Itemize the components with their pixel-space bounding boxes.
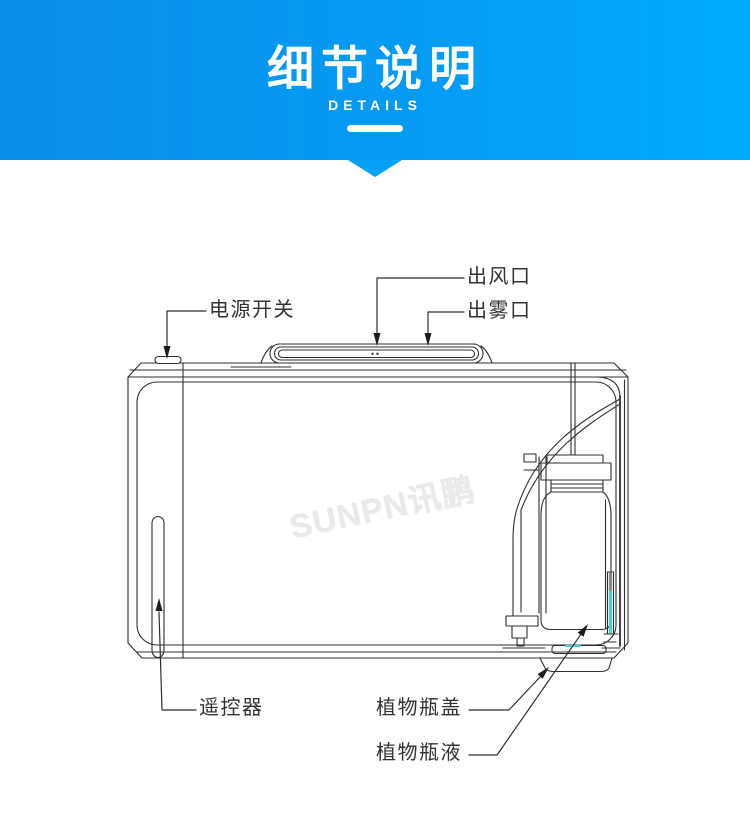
leader-power-switch [163, 310, 207, 359]
leader-air-outlet [373, 277, 465, 346]
leader-mist-outlet [424, 311, 465, 346]
label-bottle-cap: 植物瓶盖 [376, 697, 462, 719]
plant-bottle [540, 362, 612, 631]
label-bottle-liquid: 植物瓶液 [376, 742, 462, 764]
banner-title: 细节说明 [267, 42, 483, 95]
label-remote: 遥控器 [199, 697, 264, 719]
label-power-switch: 电源开关 [209, 299, 295, 321]
device-body [127, 362, 629, 659]
leader-lines [155, 277, 588, 756]
remote-control-part [151, 515, 165, 659]
leader-bottle-liquid [468, 624, 588, 756]
banner-underline [347, 125, 403, 132]
banner-notch-triangle [348, 160, 402, 177]
liquid-level-window [601, 571, 621, 649]
leader-remote [155, 598, 197, 711]
bottle-compartment [512, 376, 626, 651]
details-banner: 细节说明 DETAILS [0, 0, 750, 160]
leader-bottle-cap [468, 667, 549, 711]
label-air-outlet: 出风口 [467, 266, 532, 288]
power-switch-part [154, 355, 182, 365]
label-mist-outlet: 出雾口 [467, 300, 532, 322]
bottle-cap-pump [502, 615, 546, 649]
base-and-foot [539, 644, 613, 673]
banner-subtitle: DETAILS [328, 97, 422, 113]
top-handle [260, 343, 493, 364]
